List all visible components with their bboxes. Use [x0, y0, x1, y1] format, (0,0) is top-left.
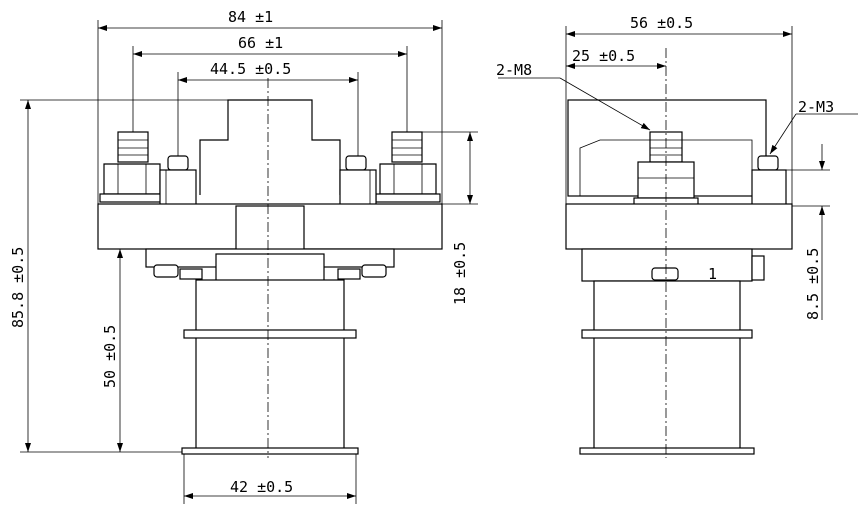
- side-aux-terminal: [751, 155, 787, 207]
- front-cylinder: [195, 279, 345, 451]
- front-top-housing: [199, 99, 341, 195]
- front-left-terminal: [99, 131, 165, 203]
- dim-aux-height: 8.5 ±0.5: [804, 248, 822, 320]
- label-m8: 2-M8: [496, 61, 532, 79]
- front-left-aux-terminal: [159, 155, 197, 207]
- dim-body-height: 50 ±0.5: [101, 325, 119, 388]
- side-cylinder: [593, 280, 741, 451]
- dim-aux-span: 44.5 ±0.5: [210, 60, 291, 78]
- dim-terminal-offset: 25 ±0.5: [572, 47, 635, 65]
- side-cylinder-band: [581, 329, 753, 339]
- side-flange: [565, 203, 793, 250]
- dim-base-width: 42 ±0.5: [230, 478, 293, 496]
- front-right-aux-terminal: [339, 155, 377, 207]
- front-dimensions: 84 ±1 66 ±1 44.5 ±0.5 85.8 ±0.5 50 ±0.5 …: [9, 8, 478, 504]
- dim-overall-width: 84 ±1: [228, 8, 273, 26]
- label-m3: 2-M3: [798, 98, 834, 116]
- front-base-plate: [181, 447, 359, 455]
- front-view: [97, 78, 443, 458]
- side-dimensions: 56 ±0.5 25 ±0.5 2-M8 2-M3 8.5 ±0.5: [496, 14, 858, 320]
- front-right-terminal: [375, 131, 441, 203]
- dim-total-height: 85.8 ±0.5: [9, 247, 27, 328]
- side-marking: 1: [708, 265, 717, 283]
- dim-side-width: 56 ±0.5: [630, 14, 693, 32]
- side-base-plate: [579, 447, 755, 455]
- dim-terminal-span: 66 ±1: [238, 34, 283, 52]
- front-center-block: [235, 205, 305, 255]
- front-lower-block: [215, 253, 325, 283]
- front-cylinder-band: [183, 329, 357, 339]
- side-view: 1: [565, 48, 793, 458]
- dim-terminal-height: 18 ±0.5: [451, 242, 469, 305]
